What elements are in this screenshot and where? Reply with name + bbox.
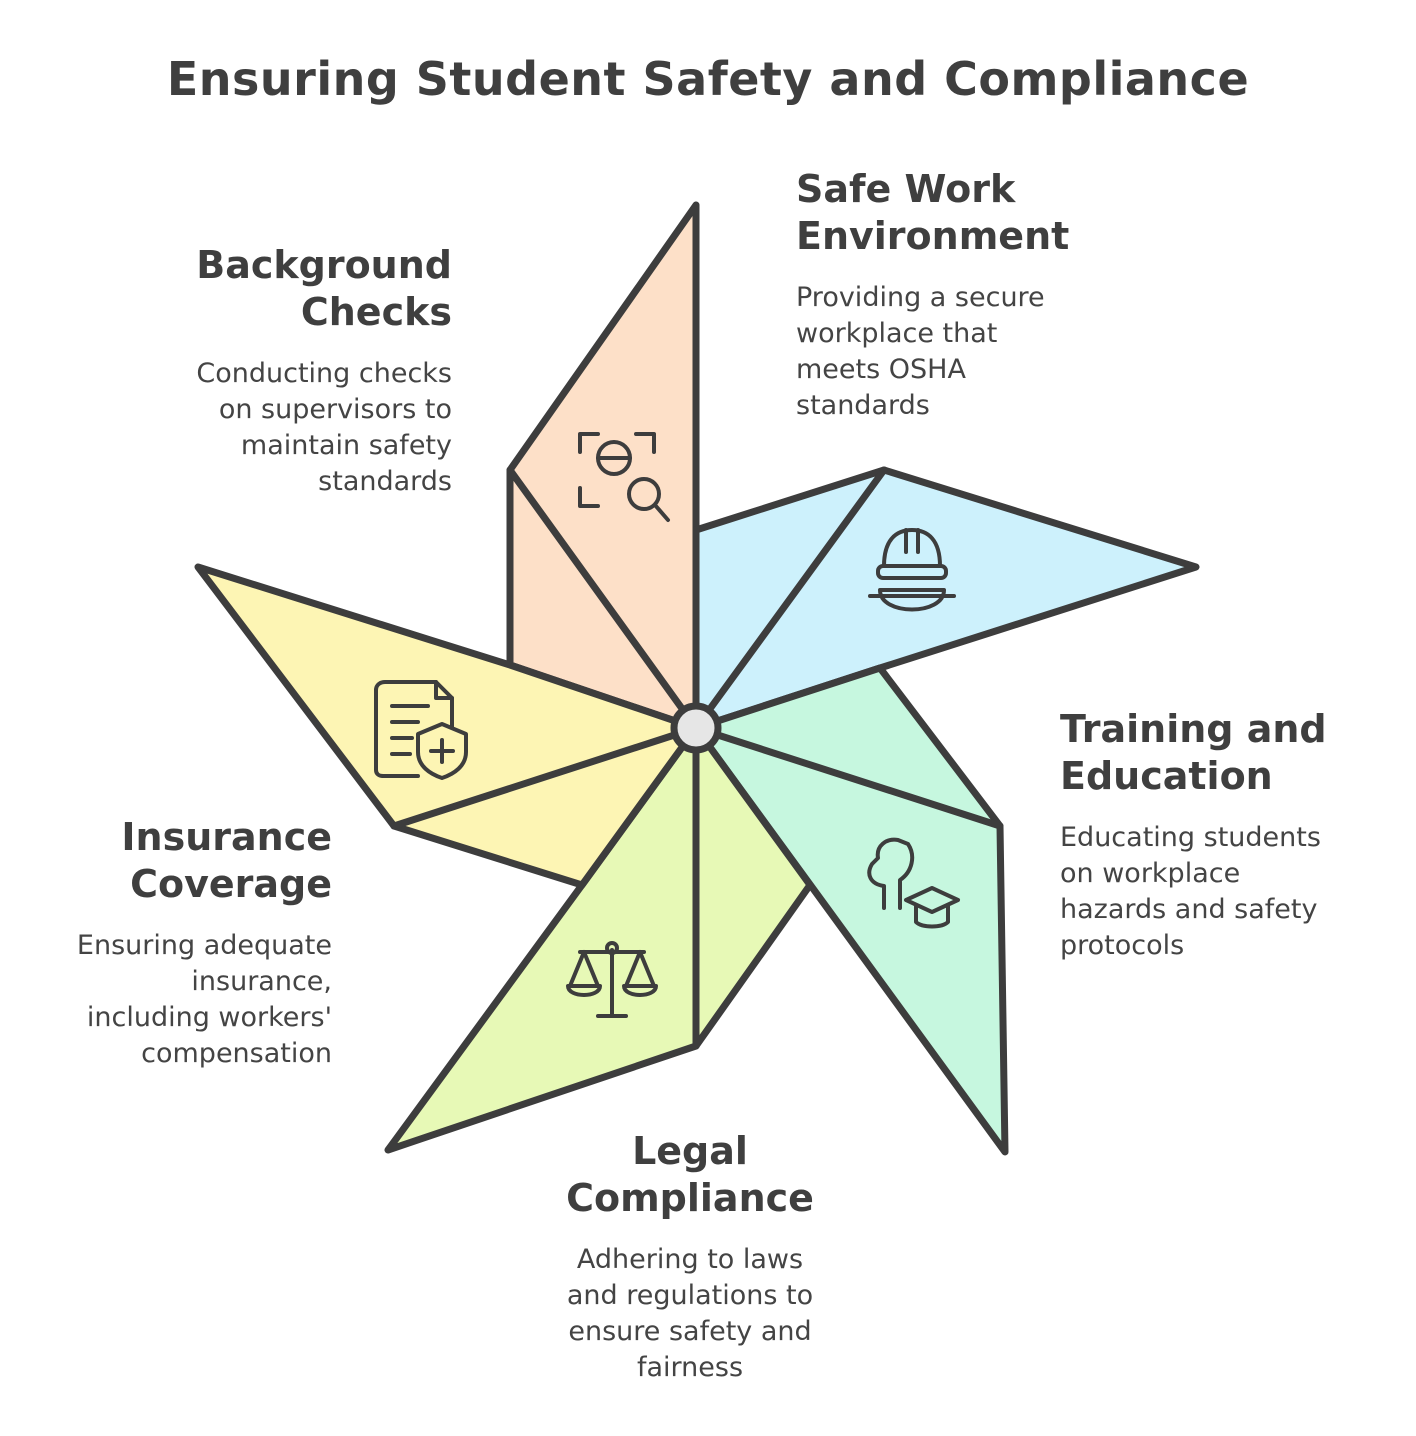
section-description: Adhering to laws and regulations to ensu… xyxy=(520,1242,860,1386)
heading-line: Background xyxy=(196,243,452,287)
section-description: Conducting checks on supervisors to main… xyxy=(130,356,452,500)
person-search-icon xyxy=(578,432,670,522)
section-heading: Safe Work Environment xyxy=(796,166,1116,260)
section-heading: Legal Compliance xyxy=(520,1128,860,1222)
desc-line: meets OSHA xyxy=(796,354,966,385)
blade-background-checks-fill xyxy=(506,201,700,732)
heading-line: Environment xyxy=(796,214,1070,258)
blade-training-fold xyxy=(692,724,1004,830)
blade-safe-work-fill xyxy=(692,466,1200,732)
desc-line: insurance, xyxy=(191,966,332,997)
blade-safe-work xyxy=(692,466,1200,732)
section-description: Ensuring adequate insurance, including w… xyxy=(10,928,332,1072)
section-safe-work: Safe Work Environment Providing a secure… xyxy=(796,166,1116,424)
blade-background-checks xyxy=(506,201,700,732)
heading-line: Legal xyxy=(632,1129,748,1173)
heading-line: Compliance xyxy=(566,1176,814,1220)
section-insurance: Insurance Coverage Ensuring adequate ins… xyxy=(10,814,332,1072)
section-legal: Legal Compliance Adhering to laws and re… xyxy=(520,1128,860,1386)
desc-line: Educating students xyxy=(1060,822,1321,853)
desc-line: protocols xyxy=(1060,930,1185,961)
desc-line: standards xyxy=(318,466,452,497)
blade-training xyxy=(692,664,1009,1156)
section-description: Providing a secure workplace that meets … xyxy=(796,280,1116,424)
desc-line: maintain safety xyxy=(240,430,452,461)
head-graduation-cap-icon xyxy=(867,837,960,929)
heading-line: Insurance xyxy=(121,815,332,859)
blade-background-checks-fold xyxy=(506,466,700,732)
heading-line: Training and xyxy=(1060,707,1327,751)
desc-line: and regulations to xyxy=(566,1280,814,1311)
desc-line: fairness xyxy=(636,1352,744,1383)
heading-line: Checks xyxy=(300,290,452,334)
blade-insurance-fold xyxy=(390,724,700,830)
pinwheel-hub xyxy=(670,702,722,754)
page-title: Ensuring Student Safety and Compliance xyxy=(166,52,1250,106)
desc-line: on workplace xyxy=(1060,858,1241,889)
balance-scale-icon xyxy=(566,941,658,1018)
blade-safe-work-fold xyxy=(692,466,888,732)
desc-line: hazards and safety xyxy=(1060,894,1318,925)
section-heading: Background Checks xyxy=(130,242,452,336)
desc-line: Ensuring adequate xyxy=(76,930,332,961)
desc-line: Conducting checks xyxy=(196,358,452,389)
heading-line: Coverage xyxy=(130,862,332,906)
section-heading: Training and Education xyxy=(1060,706,1400,800)
desc-line: ensure safety and xyxy=(568,1316,812,1347)
section-heading: Insurance Coverage xyxy=(10,814,332,908)
desc-line: workplace that xyxy=(796,318,998,349)
heading-line: Education xyxy=(1060,754,1273,798)
section-training: Training and Education Educating student… xyxy=(1060,706,1400,964)
desc-line: Adhering to laws xyxy=(576,1244,804,1275)
desc-line: on supervisors to xyxy=(218,394,452,425)
hard-hat-goggles-icon xyxy=(868,528,956,612)
section-description: Educating students on workplace hazards … xyxy=(1060,820,1400,964)
desc-line: Providing a secure xyxy=(796,282,1045,313)
section-background-checks: Background Checks Conducting checks on s… xyxy=(130,242,452,500)
desc-line: including workers' xyxy=(86,1002,332,1033)
heading-line: Safe Work xyxy=(796,167,1016,211)
document-shield-icon xyxy=(374,680,468,780)
desc-line: compensation xyxy=(141,1038,332,1069)
desc-line: standards xyxy=(796,390,930,421)
